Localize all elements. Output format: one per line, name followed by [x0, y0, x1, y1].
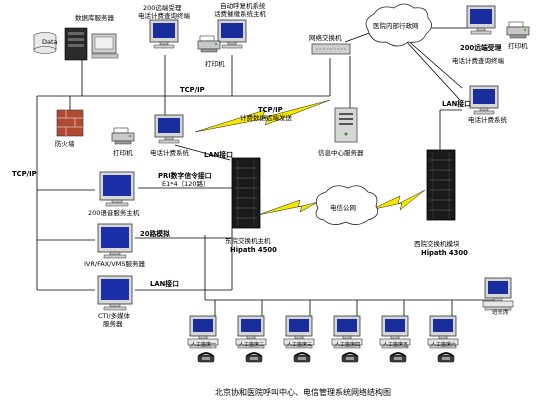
data-disk-icon: [33, 32, 57, 54]
billing-system-mid-icon: [154, 114, 184, 144]
monitor-seat-label: 班长席: [492, 308, 509, 316]
billing-host-icon: [217, 19, 247, 49]
monitor-seat-pc-icon: [482, 277, 514, 311]
lan-port-mid-label: LAN接口: [204, 150, 233, 159]
query-terminal-icon: [149, 19, 179, 49]
query-terminal-label-2: 电话计费查询终端: [138, 11, 191, 20]
pri-label-1: PRI数字信令接口: [158, 171, 212, 180]
west-pbx-label-2: Hipath 4300: [421, 249, 468, 257]
west-pbx-rack-icon: [426, 149, 456, 221]
printer-mid-icon: [111, 127, 135, 145]
voice-server-icon: [99, 171, 135, 207]
agent-label: 人工座席一: [191, 341, 216, 348]
firewall-label: 防火墙: [55, 139, 75, 148]
printer-mid-label: 打印机: [113, 148, 133, 157]
ivr-server-label: IVR/FAX/VMS服务器: [84, 259, 145, 268]
cti-server-label-2: 服务器: [103, 319, 123, 328]
network-switch-label: 网络交换机: [309, 33, 342, 42]
info-center-label: 信息中心服务器: [318, 148, 364, 157]
voice-server-label: 200语音服务主机: [88, 208, 140, 217]
agent-label: 人工座席五: [383, 341, 408, 348]
printer-right-icon: [506, 21, 530, 39]
telecom-cloud-label: 电信公网: [330, 203, 356, 212]
database-server-icon: [64, 27, 88, 61]
remote-right-label-1: 200远端受理: [460, 43, 502, 52]
agent-phone-icon: [437, 352, 455, 363]
billing-system-right-icon: [469, 85, 499, 115]
billing-system-right-label: 电话计费系统: [468, 115, 508, 124]
west-pbx-label-1: 西院交换机模块: [414, 239, 460, 248]
east-pbx-label-2: Hipath 4500: [230, 246, 277, 254]
agent-label: 人工座席六: [431, 341, 456, 348]
lan-port-cti-label: LAN接口: [150, 279, 179, 288]
telecom-cloud-icon: [315, 185, 379, 225]
remote-terminal-right-icon: [466, 5, 496, 35]
billing-host-label-2: 话费催缴系统主机: [214, 9, 267, 18]
agent-phone-icon: [197, 352, 215, 363]
agent-phone-icon: [293, 352, 311, 363]
agent-label: 人工座席二: [239, 341, 264, 348]
info-center-server-icon: [334, 107, 358, 143]
db-pc-icon: [91, 33, 119, 59]
telecom-link-bolt-right: [369, 189, 426, 211]
agent-phone-icon: [341, 352, 359, 363]
printer-top-label: 打印机: [205, 59, 225, 68]
network-switch-icon: [311, 43, 351, 55]
lan-port-right-label: LAN接口: [442, 99, 471, 108]
pri-label-2: E1*4（120路）: [162, 179, 210, 188]
remote-send-label: 计费数据远端发送: [240, 113, 293, 122]
remote-data-link-bolt: [194, 99, 331, 133]
cti-server-icon: [97, 275, 133, 311]
connection-lines: [36, 27, 501, 316]
firewall-icon: [56, 109, 84, 137]
ivr-server-icon: [97, 223, 133, 259]
east-pbx-label-1: 东院交换机主机: [225, 236, 271, 245]
agent-label: 人工座席三: [287, 341, 312, 348]
agent-label: 人工座席四: [335, 341, 360, 348]
db-host-label: 数据库服务器: [75, 13, 115, 22]
agent-phone-icon: [389, 352, 407, 363]
telecom-link-bolt-left: [257, 199, 319, 216]
db-disk-label: Data: [42, 38, 58, 46]
billing-host-label-1: 自动呼复机系统: [220, 1, 266, 10]
agent-phone-icon: [245, 352, 263, 363]
cti-server-label-1: CTI/多媒体: [98, 311, 131, 320]
east-pbx-rack-icon: [231, 157, 261, 229]
tcpip-left-label: TCP/IP: [12, 170, 37, 178]
billing-system-mid-label: 电话计费系统: [150, 148, 190, 157]
intranet-cloud-icon: [365, 3, 432, 47]
printer-top-icon: [197, 35, 221, 53]
printer-right-label: 打印机: [508, 41, 528, 50]
tcpip-remote-label: TCP/IP: [258, 106, 283, 114]
query-terminal-label-1: 200远端受理: [143, 3, 182, 12]
intranet-label: 医院内部行政网: [373, 21, 419, 30]
diagram-caption: 北京协和医院呼叫中心、电信管理系统网络结构图: [215, 387, 391, 397]
remote-right-label-2: 电话计费查询终端: [452, 56, 505, 65]
tcpip-upper-label: TCP/IP: [180, 86, 205, 94]
analog-20-label: 20路模拟: [140, 229, 170, 238]
